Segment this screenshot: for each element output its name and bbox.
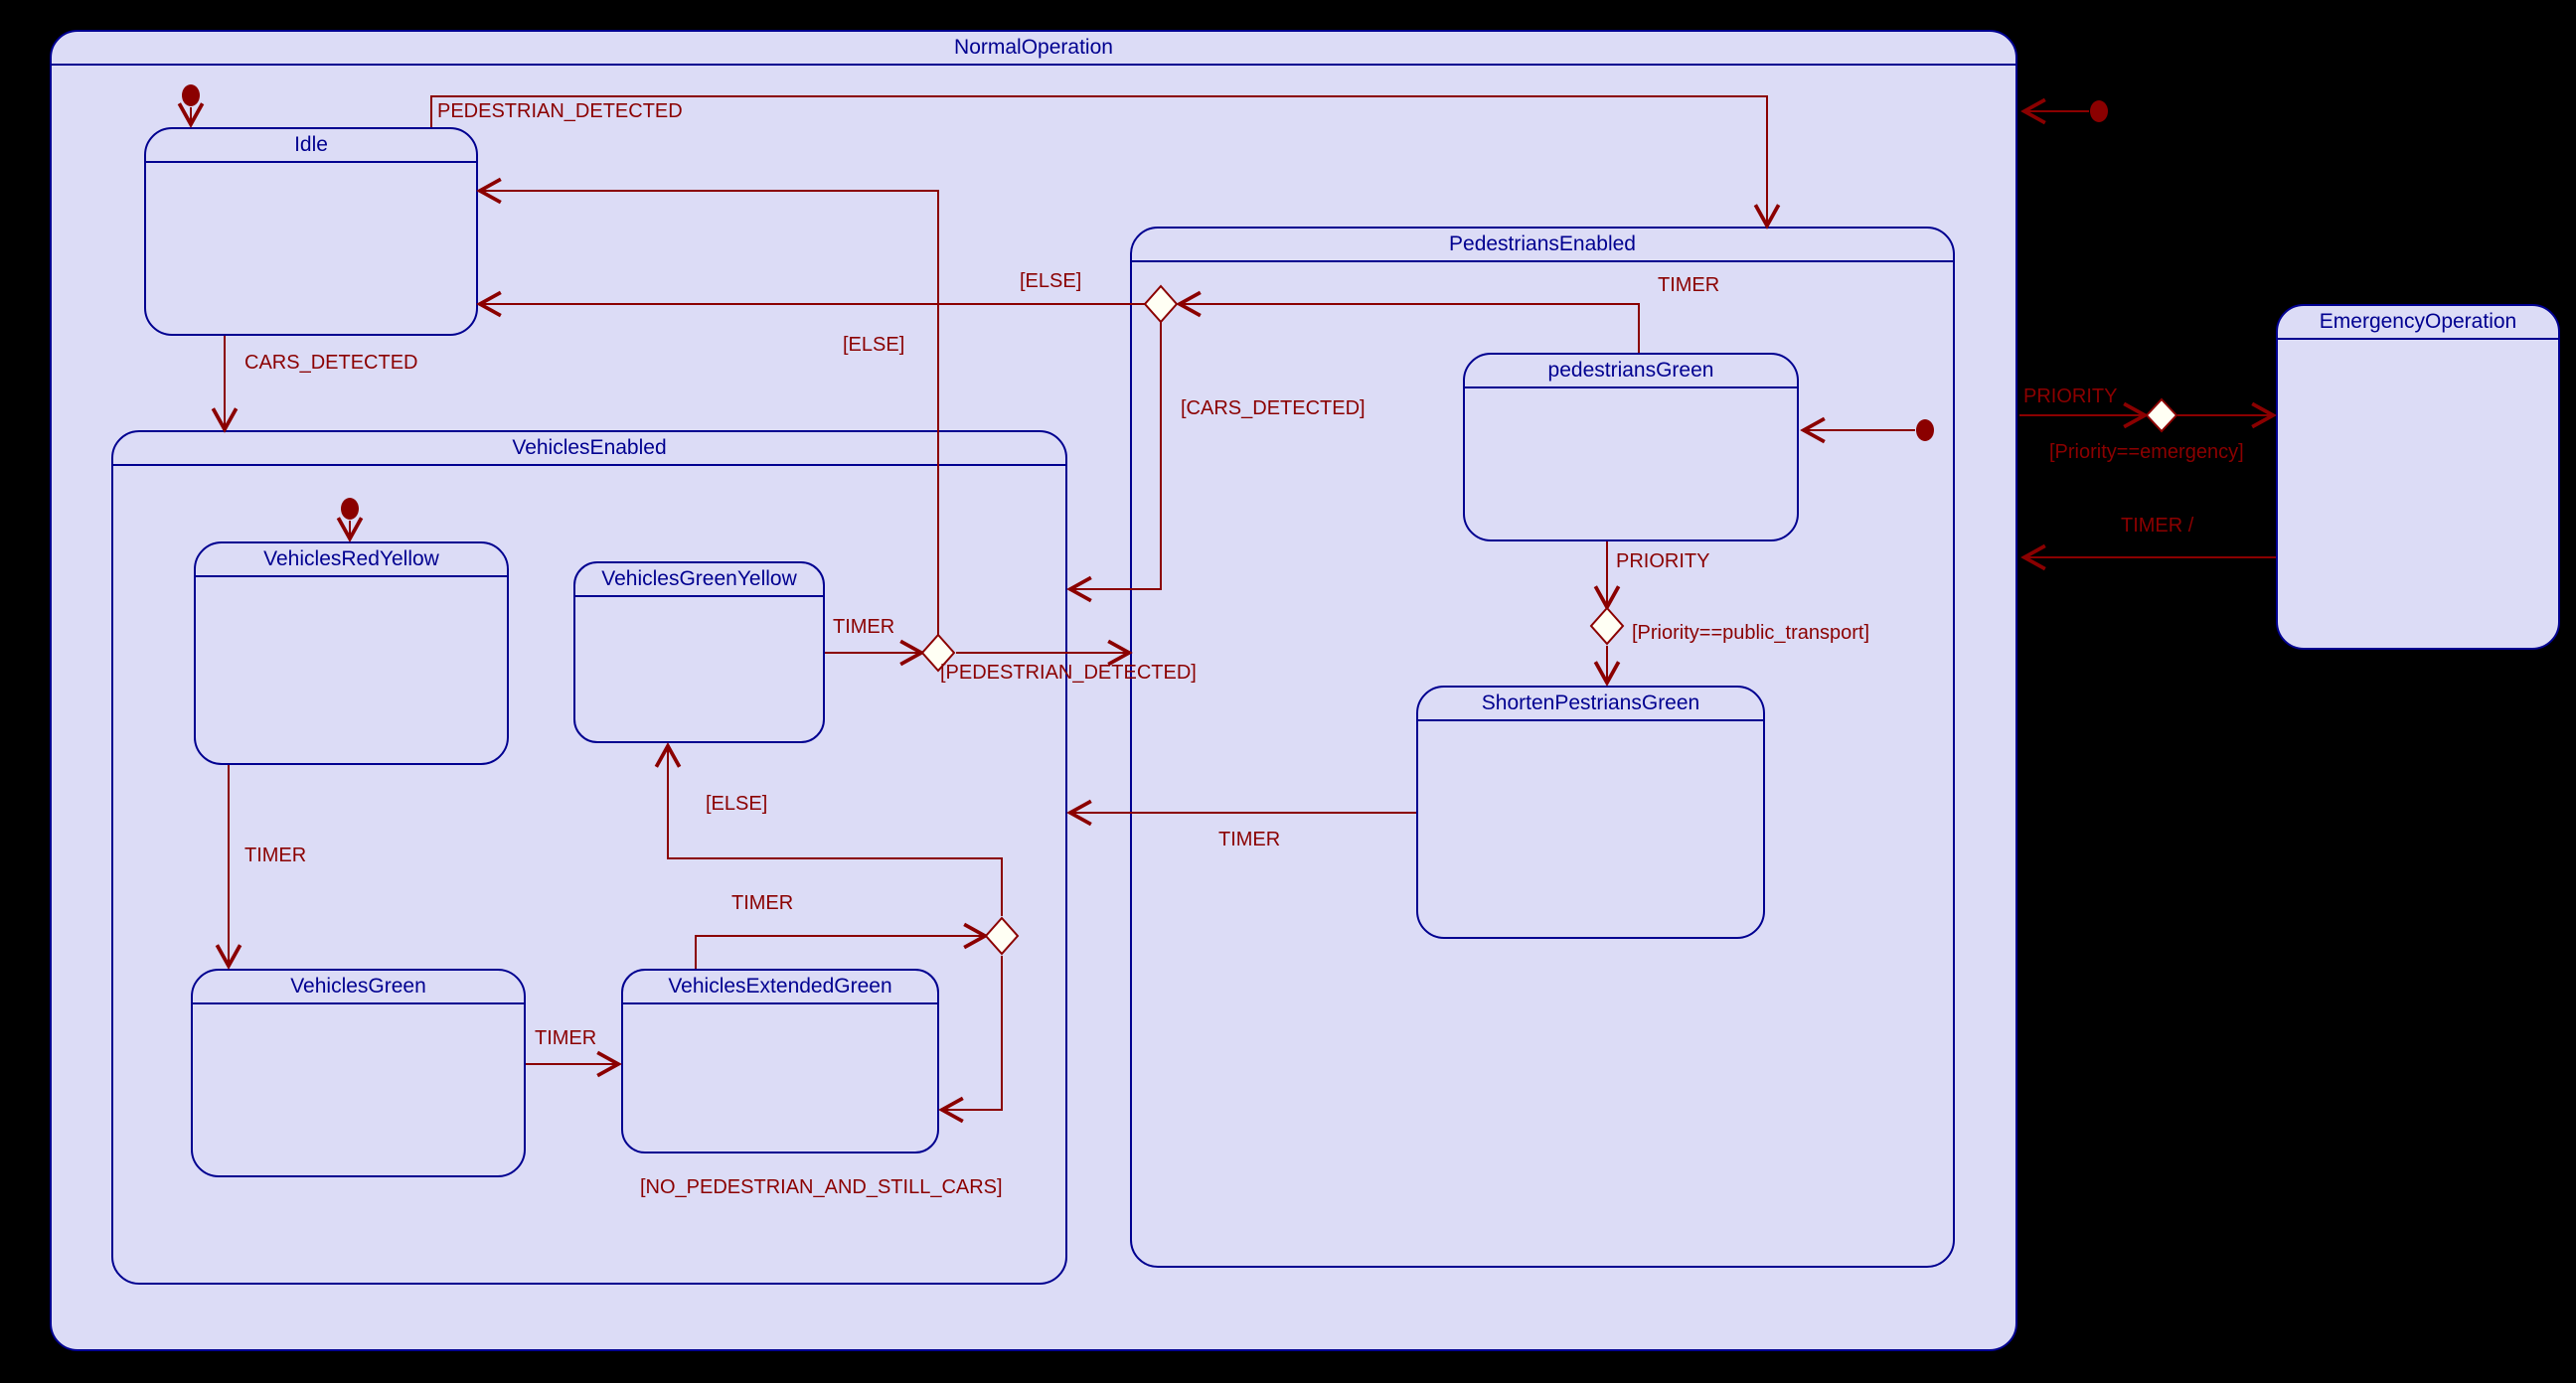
transition-label: [Priority==emergency] bbox=[2049, 441, 2244, 463]
transition-label: TIMER bbox=[833, 616, 895, 638]
transition-label: PRIORITY bbox=[1616, 550, 1710, 572]
transition-label: PRIORITY bbox=[2023, 385, 2118, 407]
transition-label: TIMER bbox=[1218, 829, 1281, 850]
state-title: VehiclesExtendedGreen bbox=[623, 971, 937, 1004]
state-emergency-operation: EmergencyOperation bbox=[2276, 304, 2560, 650]
transition-label: TIMER / bbox=[2121, 515, 2194, 537]
transition-label: [ELSE] bbox=[1020, 270, 1082, 292]
state-title: VehiclesEnabled bbox=[113, 432, 1065, 466]
transition-label: PEDESTRIAN_DETECTED bbox=[437, 100, 683, 122]
transition-label: [CARS_DETECTED] bbox=[1181, 397, 1366, 419]
transition-label: [Priority==public_transport] bbox=[1632, 622, 1870, 644]
state-title: NormalOperation bbox=[52, 32, 2015, 66]
initial-state-icon bbox=[2090, 100, 2108, 122]
state-title: EmergencyOperation bbox=[2278, 306, 2558, 340]
transition-label: TIMER bbox=[244, 845, 307, 866]
state-idle: Idle bbox=[144, 127, 478, 336]
state-vehicles-red-yellow: VehiclesRedYellow bbox=[194, 541, 509, 765]
transition-label: TIMER bbox=[535, 1027, 597, 1049]
state-shorten-pestrians-green: ShortenPestriansGreen bbox=[1416, 686, 1765, 939]
state-title: pedestriansGreen bbox=[1465, 355, 1797, 388]
state-title: VehiclesGreen bbox=[193, 971, 524, 1004]
transition-label: [NO_PEDESTRIAN_AND_STILL_CARS] bbox=[640, 1176, 1003, 1198]
state-title: ShortenPestriansGreen bbox=[1418, 688, 1763, 721]
state-vehicles-green: VehiclesGreen bbox=[191, 969, 526, 1177]
transition-label: [ELSE] bbox=[843, 334, 905, 356]
state-title: VehiclesGreenYellow bbox=[575, 563, 823, 597]
state-vehicles-extended-green: VehiclesExtendedGreen bbox=[621, 969, 939, 1153]
state-vehicles-green-yellow: VehiclesGreenYellow bbox=[573, 561, 825, 743]
state-title: VehiclesRedYellow bbox=[196, 543, 507, 577]
transition-label: TIMER bbox=[731, 892, 794, 914]
state-pedestrians-green: pedestriansGreen bbox=[1463, 353, 1799, 541]
transition-label: CARS_DETECTED bbox=[244, 352, 418, 374]
transition-label: [ELSE] bbox=[706, 793, 768, 815]
transition-label: TIMER bbox=[1658, 274, 1720, 296]
transition-label: [PEDESTRIAN_DETECTED] bbox=[940, 662, 1197, 684]
state-title: Idle bbox=[146, 129, 476, 163]
choice-pseudostate-icon bbox=[2145, 397, 2178, 433]
state-title: PedestriansEnabled bbox=[1132, 229, 1953, 262]
